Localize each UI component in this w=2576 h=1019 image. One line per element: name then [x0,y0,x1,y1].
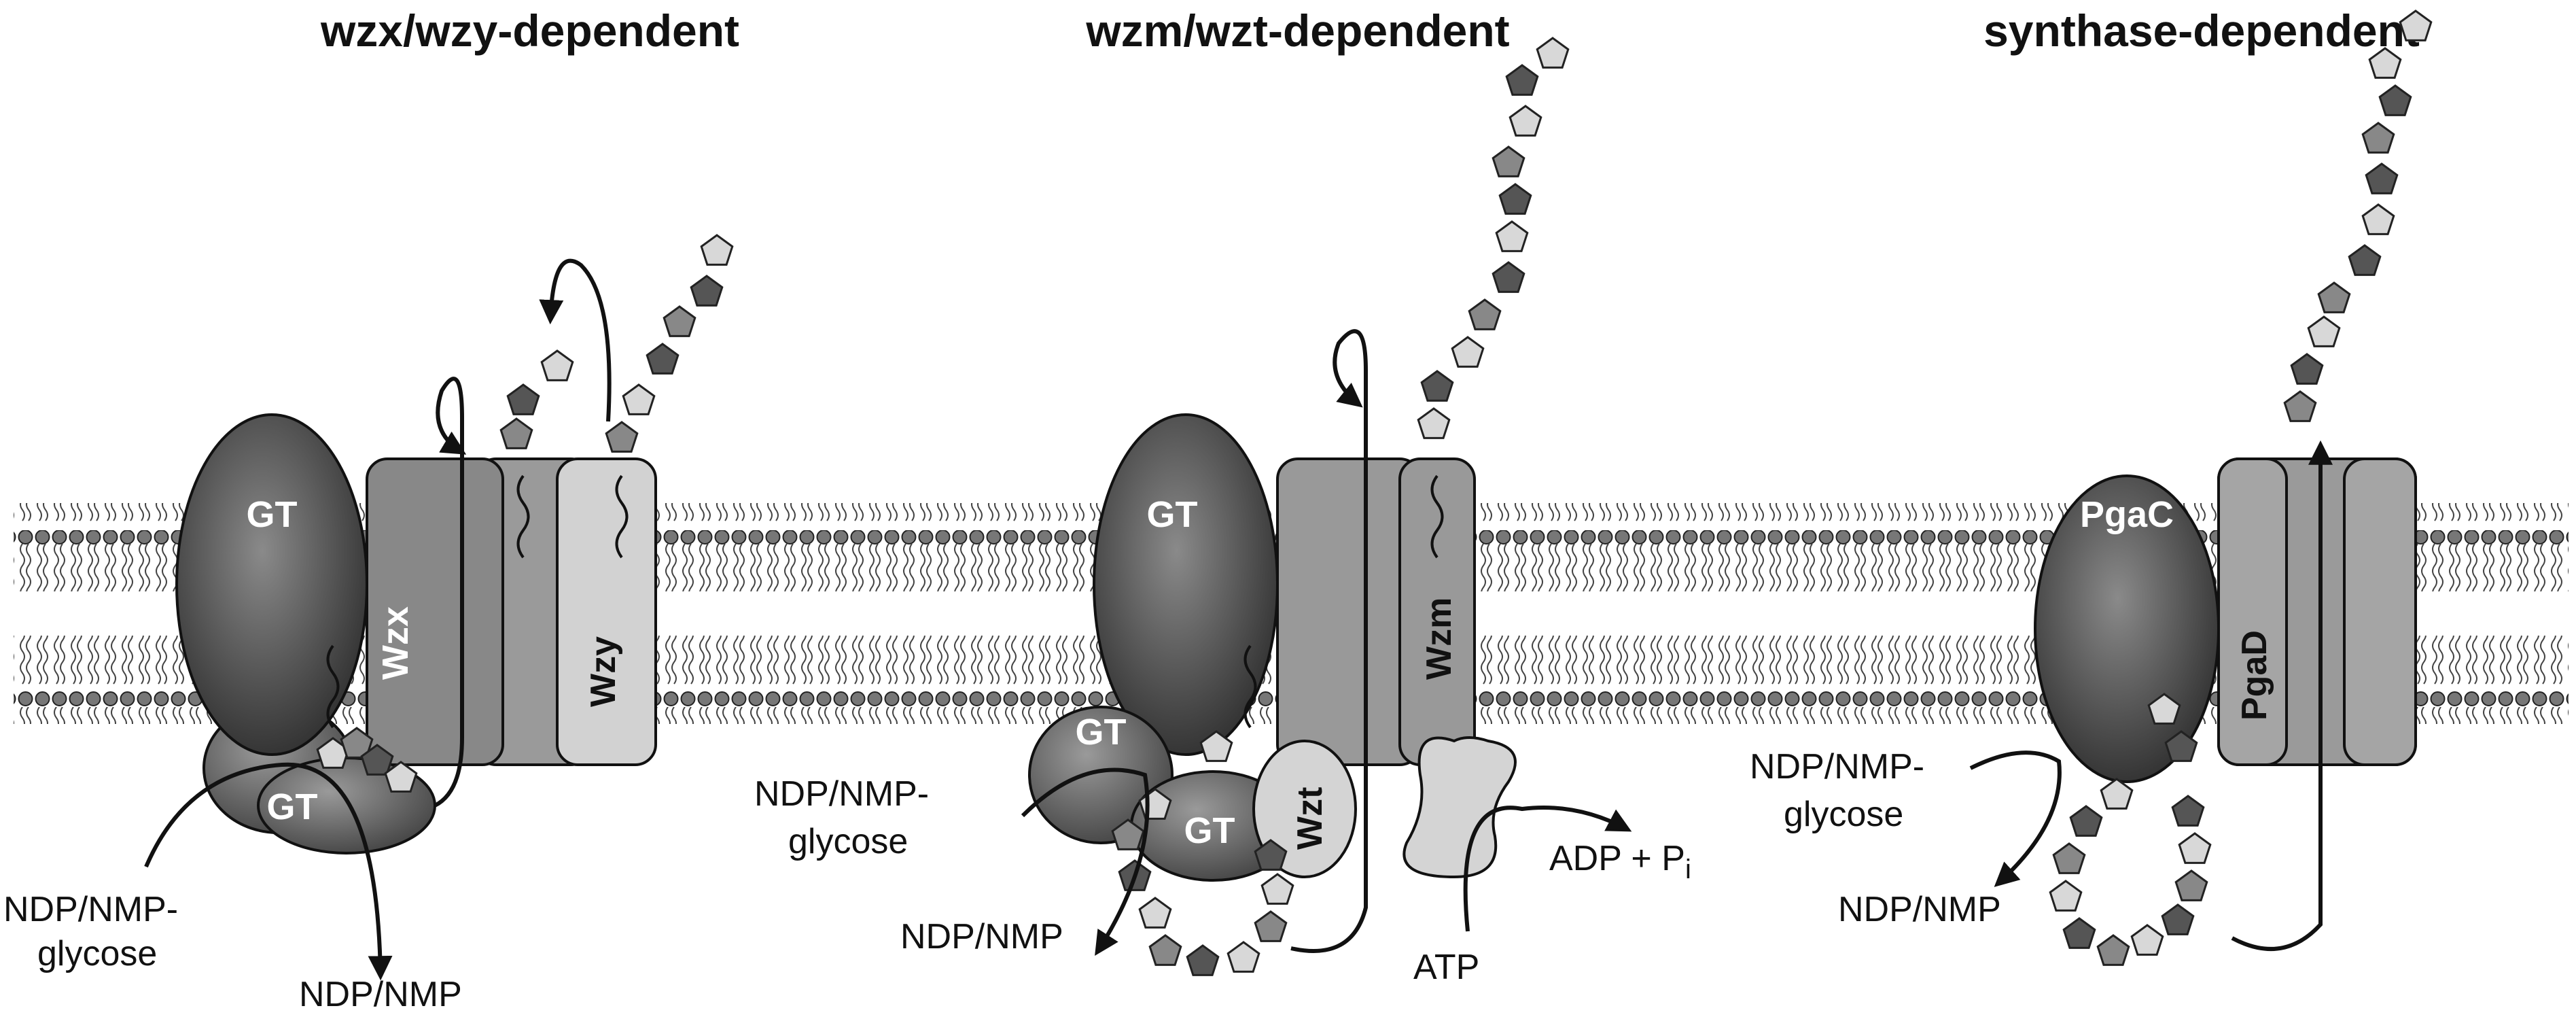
wzm-label: Wzm [1419,598,1459,680]
arrow-icon [1463,806,1632,932]
arrow-icon [2231,440,2333,951]
panel-synthase: PgaD PgaC NDP/NMP- glycose [1750,10,2433,966]
arrow-icon [1969,750,2062,887]
panel-wzx-wzy: Wzx Wzy GT GT GT NDP/NMP [3,234,734,1014]
wzt-protein [1252,740,1357,878]
arrow-icon [144,762,393,981]
lipid-carrier-icon [1243,644,1257,729]
adp-label: ADP + Pi [1549,839,1691,884]
wzt-label: Wzt [1290,787,1330,850]
arrow-icon [434,377,467,808]
title-wzx-wzy: wzx/wzy-dependent [320,5,739,56]
lipid-carrier-icon [326,644,340,729]
ndp-glycose-label: NDP/NMP- [754,774,929,814]
wzx-label: Wzx [375,606,416,680]
arrow-icon [1290,329,1368,953]
ndp-glycose-label: glycose [788,822,908,861]
pgad-right-helix [2343,457,2417,766]
panel-wzm-wzt: Wzm GT GT GT Wzt [754,37,1691,987]
ndp-glycose-label: glycose [37,934,157,973]
atpase-protein [1402,736,1517,879]
ndp-nmp-label: NDP/NMP [299,975,462,1014]
gt-label: GT [148,719,199,759]
arrow-icon [539,258,612,422]
atp-label: ATP [1413,948,1479,987]
ndp-glycose-label: glycose [1784,795,1903,834]
ndp-nmp-label: NDP/NMP [900,917,1063,956]
gt-label: GT [247,494,298,535]
gt-label: GT [1076,712,1127,753]
title-synthase: synthase-dependent [1983,5,2420,56]
ndp-glycose-label: NDP/NMP- [1750,747,1924,787]
ndp-glycose-label: NDP/NMP- [3,890,178,929]
wzy-protein [556,457,657,766]
pgad-label: PgaD [2235,630,2274,721]
title-wzm-wzt: wzm/wzt-dependent [1085,5,1509,56]
gt-label: GT [1147,494,1198,535]
lipid-carrier-icon [615,474,629,559]
ndp-nmp-label: NDP/NMP [1838,890,2001,929]
arrow-icon [1021,767,1150,956]
lipid-carrier-icon [516,474,530,559]
gt-label: GT [1184,810,1235,851]
gt-large-enzyme [175,413,368,756]
pgac-label: PgaC [2080,494,2174,535]
wzy-label: Wzy [584,636,623,707]
gt-label: GT [267,787,318,827]
lipid-carrier-icon [1430,474,1444,559]
gt-large-enzyme [1093,413,1279,756]
